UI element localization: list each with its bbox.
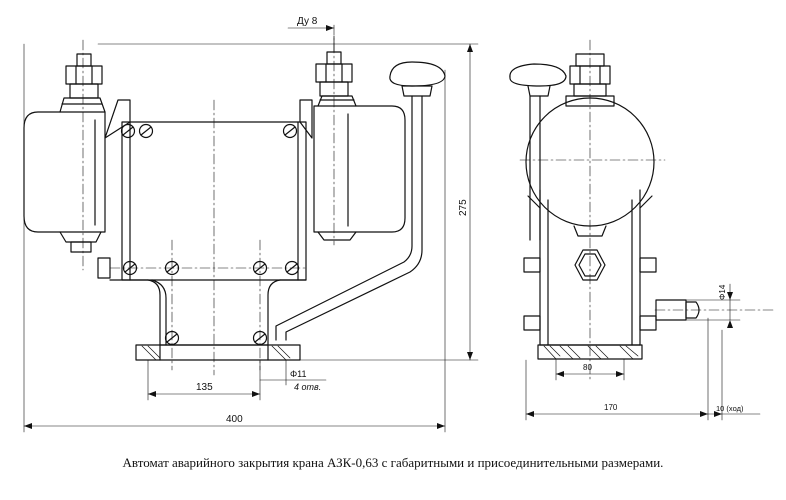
side-base-plate bbox=[537, 344, 643, 360]
front-screws bbox=[120, 123, 300, 346]
side-view bbox=[509, 39, 776, 421]
dim-hole-count-label: 4 отв. bbox=[294, 382, 321, 392]
front-dimension-lines bbox=[23, 27, 479, 433]
side-body bbox=[523, 189, 657, 346]
side-center-lines bbox=[519, 39, 776, 381]
dim-width-label: 400 bbox=[226, 414, 243, 425]
front-right-cylinder bbox=[313, 35, 406, 241]
side-top-fitting bbox=[565, 53, 615, 107]
dim-stroke-label: 10 (ход) bbox=[716, 404, 744, 413]
dim-du-label: Ду 8 bbox=[297, 16, 318, 27]
figure-caption: Автомат аварийного закрытия крана АЗК-0,… bbox=[122, 455, 664, 470]
dim-shaft-diameter-label: Φ14 bbox=[718, 284, 727, 300]
dimension-labels: Ду 8 275 400 135 Φ11 4 отв. Φ14 80 170 1… bbox=[196, 16, 744, 425]
dim-bolt-spacing-label: 135 bbox=[196, 382, 213, 393]
front-arrowheads bbox=[24, 25, 473, 429]
dim-depth-label: 170 bbox=[604, 403, 618, 412]
front-base-plate bbox=[135, 344, 301, 361]
front-view bbox=[23, 24, 479, 433]
side-arrowheads bbox=[526, 292, 733, 417]
front-left-cylinder bbox=[23, 53, 106, 253]
side-cylinder bbox=[525, 97, 655, 227]
front-body bbox=[97, 99, 313, 346]
front-center-lines bbox=[82, 24, 335, 376]
side-shaft bbox=[655, 299, 700, 321]
front-lever bbox=[275, 61, 446, 341]
dim-hole-diameter-label: Φ11 bbox=[290, 369, 307, 379]
side-lever bbox=[509, 63, 567, 241]
dim-base-label: 80 bbox=[583, 363, 592, 372]
side-dimension-lines bbox=[525, 283, 761, 421]
dim-height-label: 275 bbox=[458, 199, 469, 216]
side-cylinder-neck bbox=[573, 225, 607, 237]
